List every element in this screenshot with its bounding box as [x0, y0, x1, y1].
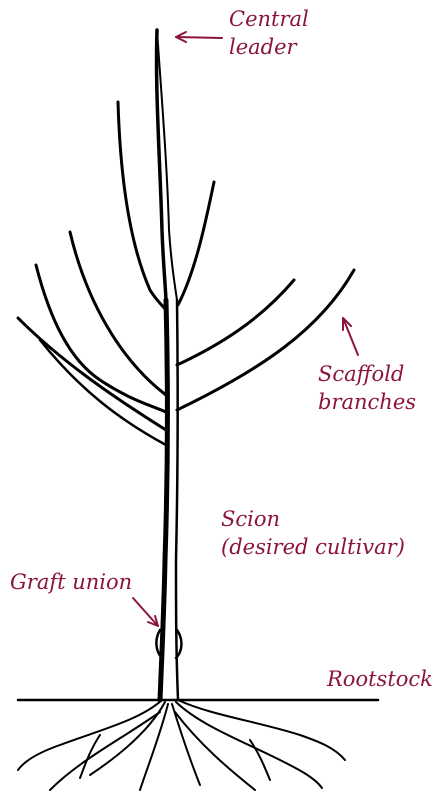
arrow-graft-union [133, 598, 158, 626]
scion-label: Scion (desired cultivar) [221, 505, 405, 561]
central-leader-label-line1: Central [229, 5, 309, 33]
arrow-scaffold-branches [343, 318, 358, 355]
graft-union-label: Graft union [10, 568, 132, 596]
rootstock-label: Rootstock [327, 665, 433, 693]
scion-label-line2: (desired cultivar) [221, 533, 405, 561]
central-leader-label: Central leader [229, 5, 309, 61]
upper-branch-right [178, 182, 214, 305]
arrow-central-leader [176, 37, 222, 38]
scaffold-branch-left-2 [36, 265, 166, 412]
scaffold-branches-label-line1: Scaffold [318, 360, 416, 388]
central-leader [157, 30, 166, 300]
trunk [160, 300, 167, 700]
root-system [18, 700, 345, 790]
scion-label-line1: Scion [221, 505, 405, 533]
scaffold-branch-left-1 [70, 232, 166, 395]
scaffold-branches-label-line2: branches [318, 388, 416, 416]
central-leader-label-line2: leader [229, 33, 309, 61]
scaffold-branches-label: Scaffold branches [318, 360, 416, 416]
